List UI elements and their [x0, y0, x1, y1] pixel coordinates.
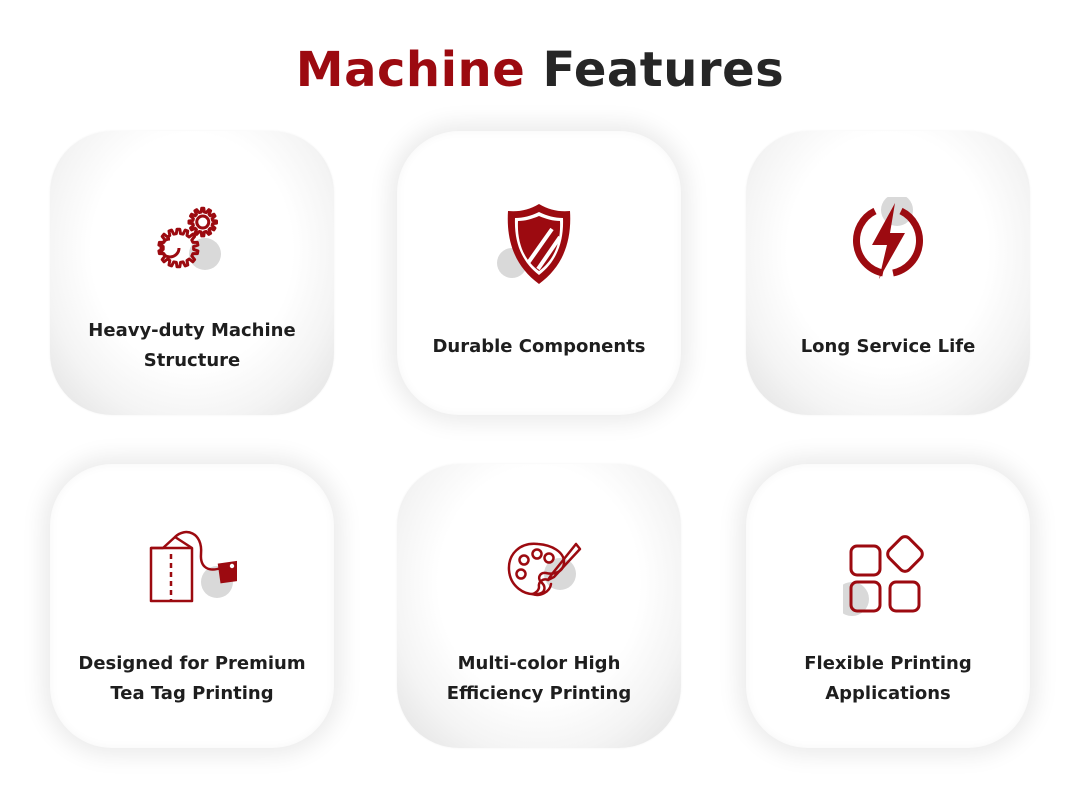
feature-label: Durable Components — [432, 336, 646, 357]
feature-label: Designed for Premium Tea Tag Printing — [78, 653, 306, 704]
feature-label: Heavy-duty Machine Structure — [88, 320, 296, 371]
feature-card-multicolor: Multi-color High Efficiency Printing — [397, 464, 681, 748]
feature-card-flexible: Flexible Printing Applications — [746, 464, 1030, 748]
apps-grid-icon — [843, 530, 933, 620]
feature-label: Flexible Printing Applications — [804, 653, 972, 704]
feature-card-heavy-duty: Heavy-duty Machine Structure — [50, 131, 334, 415]
feature-card-service-life: Long Service Life — [746, 131, 1030, 415]
feature-card-tea-tag: Designed for Premium Tea Tag Printing — [50, 464, 334, 748]
feature-card-durable: Durable Components — [397, 131, 681, 415]
tea-bag-icon — [147, 530, 237, 620]
feature-label: Long Service Life — [800, 336, 976, 357]
power-bolt-icon — [843, 197, 933, 287]
title-accent: Machine — [295, 42, 526, 98]
feature-label: Multi-color High Efficiency Printing — [446, 653, 632, 704]
shield-icon — [494, 197, 584, 287]
gears-icon — [147, 197, 237, 287]
palette-icon — [494, 530, 584, 620]
page-title: Machine Features — [0, 40, 1080, 100]
title-rest: Features — [542, 42, 785, 98]
